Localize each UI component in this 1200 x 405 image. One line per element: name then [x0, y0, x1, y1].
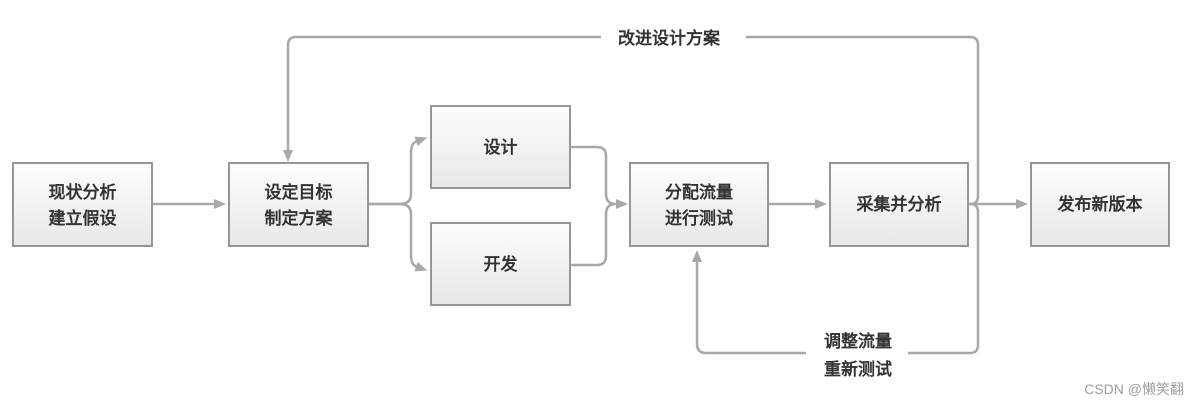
box-traffic-test-label-line1: 分配流量: [665, 182, 733, 202]
box-collect-analyze: [829, 162, 969, 247]
box-develop-label: 开发: [484, 254, 519, 274]
box-set-goals-label-line1: 设定目标: [265, 182, 333, 202]
arrow-goals-to-design: [368, 136, 428, 206]
box-set-goals-label-line2: 制定方案: [265, 208, 334, 228]
box-develop: [430, 222, 571, 306]
box-design: [430, 105, 571, 189]
edge-label-adjust-traffic-line2: 重新测试: [824, 359, 892, 379]
box-traffic-test-label-line2: 进行测试: [665, 208, 733, 228]
edge-label-adjust-traffic-line1: 调整流量: [824, 331, 892, 351]
line-develop-to-merge: [570, 202, 615, 267]
box-release: [1030, 162, 1170, 247]
watermark: CSDN @懒笑翻: [1084, 381, 1184, 397]
line-feedback-top-right: [746, 35, 980, 206]
box-current-analysis: [12, 162, 153, 247]
box-current-analysis-label-line2: 建立假设: [49, 208, 117, 228]
box-design-label: 设计: [484, 137, 518, 157]
line-feedback-bottom-right: [908, 202, 980, 355]
box-set-goals: [228, 162, 369, 247]
arrow-feedback-bottom-to-traffic-test: [692, 250, 806, 355]
arrow-feedback-top-left-to-goals: [283, 35, 601, 162]
box-release-label: 发布新版本: [1057, 194, 1143, 214]
line-design-to-merge: [570, 145, 615, 206]
arrow-goals-to-develop: [368, 202, 428, 272]
box-current-analysis-label-line1: 现状分析: [49, 182, 117, 202]
box-traffic-test: [629, 162, 769, 247]
edge-label-improve-design: 改进设计方案: [618, 28, 721, 48]
box-collect-analyze-label: 采集并分析: [856, 194, 942, 214]
